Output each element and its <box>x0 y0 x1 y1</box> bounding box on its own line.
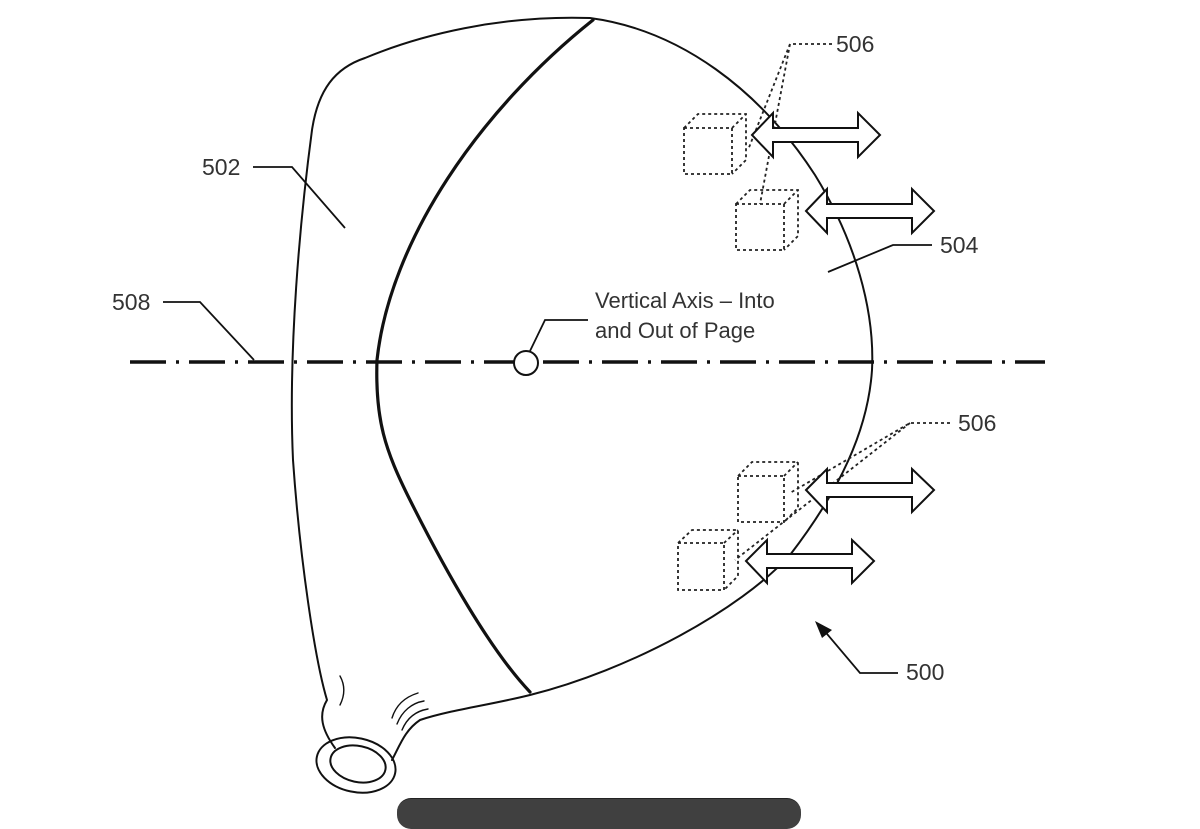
weight-cube <box>735 189 799 251</box>
label-508: 508 <box>112 289 150 315</box>
double-arrow <box>744 537 876 586</box>
leader-506-upper <box>747 43 832 205</box>
vertical-axis-leader <box>529 319 588 352</box>
double-arrow <box>750 110 882 160</box>
label-500: 500 <box>906 659 944 685</box>
vertical-axis-note-line1: Vertical Axis – Into <box>595 288 775 313</box>
weight-cube <box>677 529 739 591</box>
leader-506-lower <box>734 422 950 561</box>
label-504: 504 <box>940 232 979 258</box>
arrowhead-500 <box>815 621 832 638</box>
club-head-outline <box>290 16 874 761</box>
weight-cube <box>683 113 747 175</box>
double-arrow <box>804 186 936 236</box>
leader-504 <box>827 244 932 273</box>
leader-502 <box>253 166 346 229</box>
label-506-lower: 506 <box>958 410 996 436</box>
crown-face-boundary <box>375 18 595 694</box>
hosel-shading <box>401 708 429 731</box>
vertical-axis-note-line2: and Out of Page <box>595 318 755 343</box>
leader-508 <box>163 301 255 361</box>
club-head-diagram: Vertical Axis – Into and Out of Page 502… <box>112 16 1045 794</box>
label-502: 502 <box>202 154 240 180</box>
vertical-axis-marker <box>513 350 539 376</box>
weight-cube <box>737 461 799 523</box>
hosel-shading <box>391 692 419 719</box>
hosel-shading <box>339 675 345 706</box>
label-506-upper: 506 <box>836 31 874 57</box>
double-arrow <box>804 466 936 515</box>
hosel-outer <box>315 736 397 794</box>
hosel-inner <box>329 744 387 784</box>
weight-group-lower: 506 <box>677 410 996 591</box>
weight-group-upper: 506 <box>683 31 936 251</box>
leader-500 <box>821 627 898 674</box>
bottom-overlay-bar <box>397 798 801 829</box>
hosel-shading <box>396 700 425 725</box>
